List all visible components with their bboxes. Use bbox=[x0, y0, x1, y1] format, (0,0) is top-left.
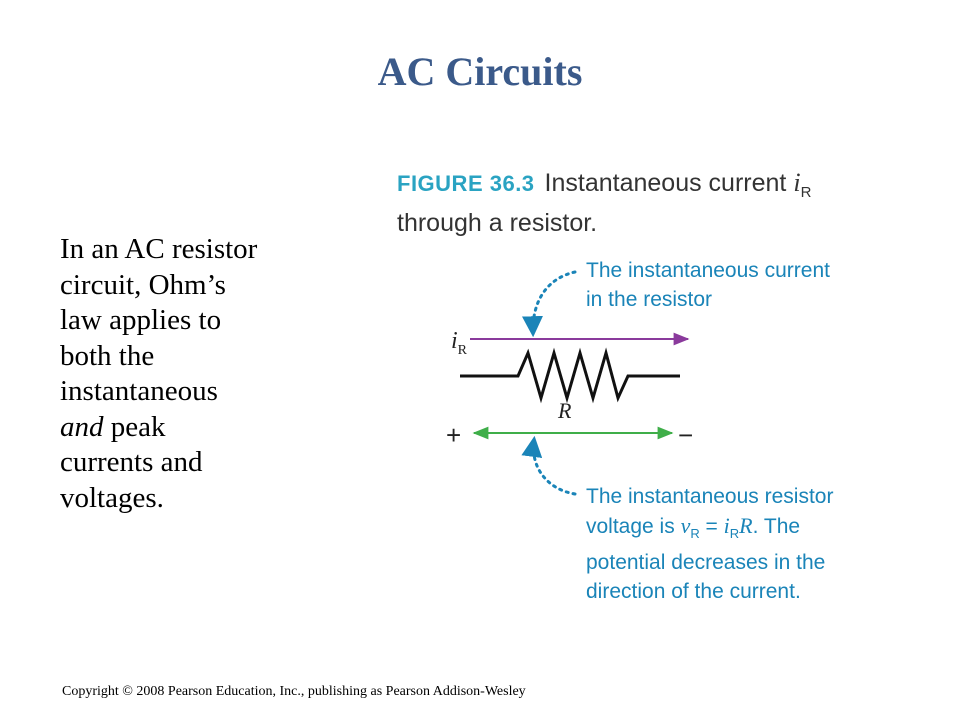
current-subscript: R bbox=[457, 342, 468, 358]
slide-title: AC Circuits bbox=[377, 49, 583, 94]
equals-sign: = bbox=[699, 515, 724, 538]
body-line: In an AC resistor bbox=[60, 233, 258, 265]
annotation-line: in the resistor bbox=[586, 288, 713, 311]
body-line: currents and bbox=[60, 446, 203, 478]
pointer-bottom bbox=[521, 435, 577, 496]
caption-text: Instantaneous current bbox=[544, 169, 794, 197]
body-line: both the bbox=[60, 339, 155, 372]
annotation-line: The instantaneous current bbox=[586, 259, 830, 282]
plus-sign: + bbox=[446, 420, 462, 450]
annotation-line: direction of the current. bbox=[586, 580, 801, 604]
current-subscript: R bbox=[729, 526, 740, 542]
annotation-voltage: The instantaneous resistor voltage is vR… bbox=[586, 482, 833, 606]
current-label: iR bbox=[451, 328, 467, 359]
voltage-subscript: R bbox=[690, 526, 700, 542]
annotation-line: The instantaneous resistor bbox=[586, 485, 834, 508]
resistance-symbol: R bbox=[739, 513, 753, 538]
figure-caption: FIGURE 36.3 Instantaneous current iR thro… bbox=[397, 168, 811, 238]
figure-caption-line-2: through a resistor. bbox=[397, 209, 598, 237]
body-line: voltages. bbox=[60, 481, 164, 514]
pointer-top bbox=[522, 270, 577, 338]
minus-sign: − bbox=[678, 420, 694, 450]
resistor-symbol bbox=[460, 347, 680, 404]
copyright-footer: Copyright © 2008 Pearson Education, Inc.… bbox=[62, 684, 526, 699]
body-italic-word: and bbox=[60, 410, 104, 443]
annotation-text: voltage is bbox=[586, 515, 681, 538]
current-symbol: i bbox=[451, 328, 458, 354]
caption-current-symbol: i bbox=[793, 168, 801, 197]
annotation-equation-line: voltage is vR = iRR. The bbox=[586, 511, 833, 548]
resistor-label: R bbox=[558, 398, 572, 423]
body-line: circuit, Ohm’s bbox=[60, 268, 226, 301]
body-line-mixed: and peak bbox=[60, 410, 310, 446]
voltage-symbol: v bbox=[680, 513, 691, 538]
caption-current-subscript: R bbox=[800, 184, 812, 201]
body-line: law applies to bbox=[60, 304, 222, 336]
current-symbol: i bbox=[723, 513, 730, 538]
annotation-text: . The bbox=[752, 515, 801, 538]
figure-label: FIGURE 36.3 bbox=[397, 171, 535, 196]
body-line-tail: peak bbox=[103, 410, 166, 443]
annotation-line: potential decreases in the bbox=[586, 551, 826, 575]
figure-caption-line-1: FIGURE 36.3 Instantaneous current iR bbox=[397, 168, 811, 208]
body-text: In an AC resistor circuit, Ohm’s law app… bbox=[60, 232, 310, 516]
annotation-current: The instantaneous current in the resisto… bbox=[586, 256, 830, 314]
body-line: instantaneous bbox=[60, 375, 218, 407]
